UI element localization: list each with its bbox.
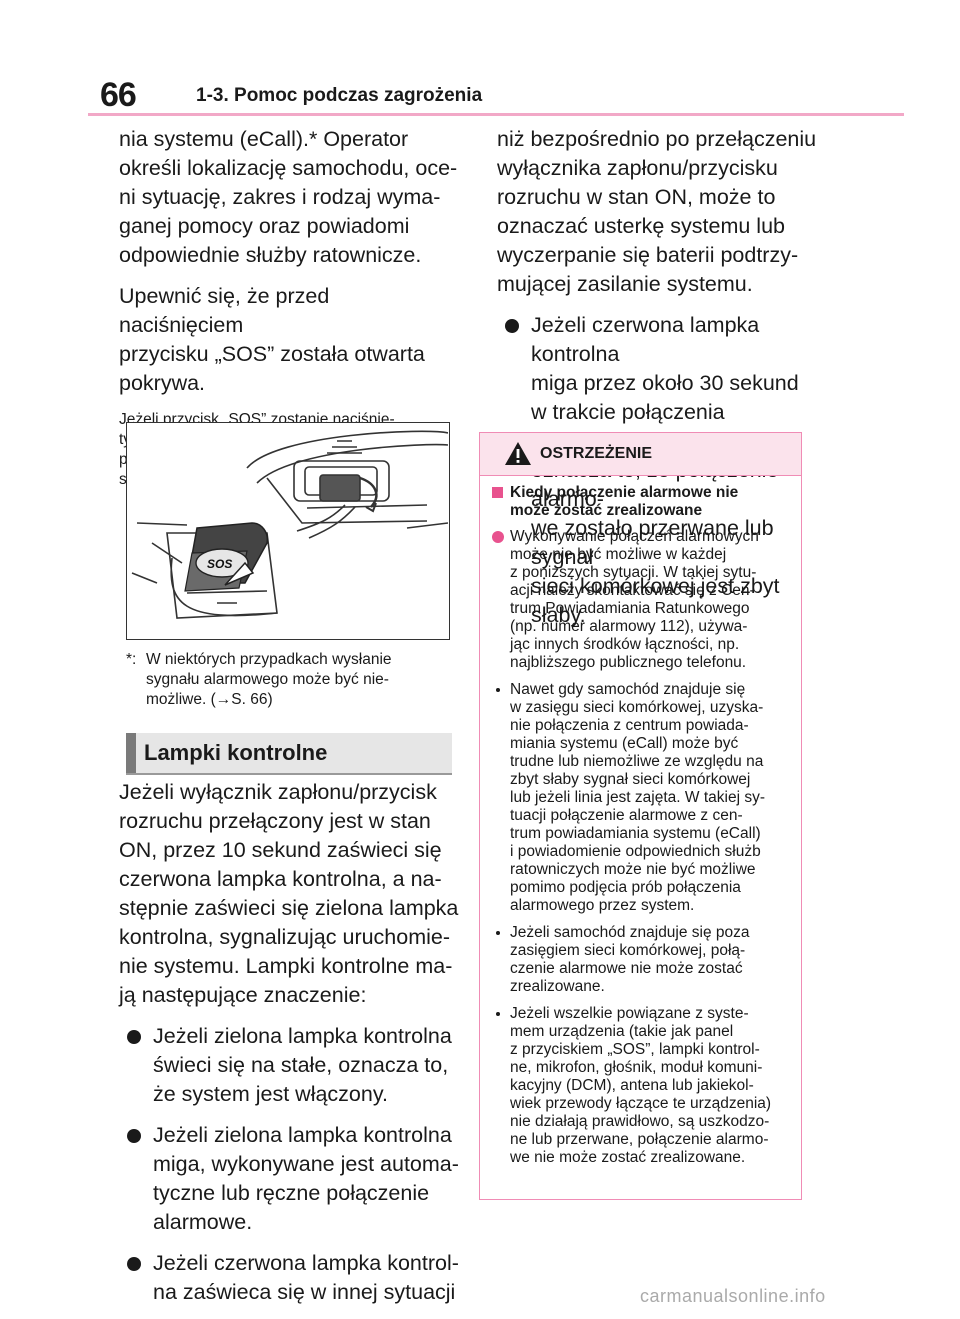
section-heading: Lampki kontrolne [126,733,452,775]
bullet-icon [505,319,519,333]
small-bullet-icon [496,931,500,935]
left-column-lower: Jeżeli wyłącznik zapłonu/przycisk rozruc… [119,778,459,1319]
bullet-icon [127,1030,141,1044]
warning-primary-item: Wykonywanie połączeń alarmowych może nie… [492,528,787,672]
watermark: carmanualsonline.info [640,1286,826,1306]
sos-button-illustration: SOS [126,422,450,640]
warning-item: Jeżeli samochód znajduje się poza zasięg… [492,924,787,996]
section-heading-label: Lampki kontrolne [144,740,328,765]
warning-subtitle: Kiedy połączenie alarmowe nie może zosta… [492,484,787,520]
small-bullet-icon [496,1012,500,1016]
warning-header: OSTRZEŻENIE [480,433,801,476]
square-bullet-icon [492,487,503,498]
section-header-title: 1-3. Pomoc podczas zagrożenia [196,85,483,106]
footnote-mark: *: [126,651,137,668]
bullet-icon [127,1129,141,1143]
header-divider [88,113,904,116]
paragraph: Jeżeli wyłącznik zapłonu/przycisk rozruc… [119,780,459,1007]
bullet-icon [127,1257,141,1271]
section-heading-bar [126,733,136,773]
paragraph: nia systemu (eCall).* Operator określi l… [119,127,458,267]
paragraph: niż bezpośrednio po przełączeniu wyłączn… [497,127,817,296]
warning-box: OSTRZEŻENIE Kiedy połączenie alarmowe ni… [479,432,802,1200]
sos-text: SOS [207,557,232,571]
warning-item: Jeżeli wszelkie powiązane z syste- mem u… [492,1005,787,1167]
warning-item: Nawet gdy samochód znajduje się w zasięg… [492,681,787,915]
warning-triangle-icon [505,442,531,465]
footnote: *: W niektórych przypadkach wysłanie syg… [126,650,456,710]
list-item: Jeżeli zielona lampka kontrolna miga, wy… [119,1121,459,1237]
list-item: Jeżeli zielona lampka kontrolna świeci s… [119,1022,459,1109]
pink-bullet-icon [492,531,504,543]
page-number: 66 [100,76,137,114]
overhead-console-drawing: SOS [131,430,449,619]
paragraph: Upewnić się, że przed naciśnięciem przyc… [119,284,425,395]
warning-title: OSTRZEŻENIE [540,445,653,462]
footnote-text: W niektórych przypadkach wysłanie sygnał… [146,651,392,708]
small-bullet-icon [496,688,500,692]
list-item: Jeżeli czerwona lampka kontrol- na zaświ… [119,1249,459,1307]
